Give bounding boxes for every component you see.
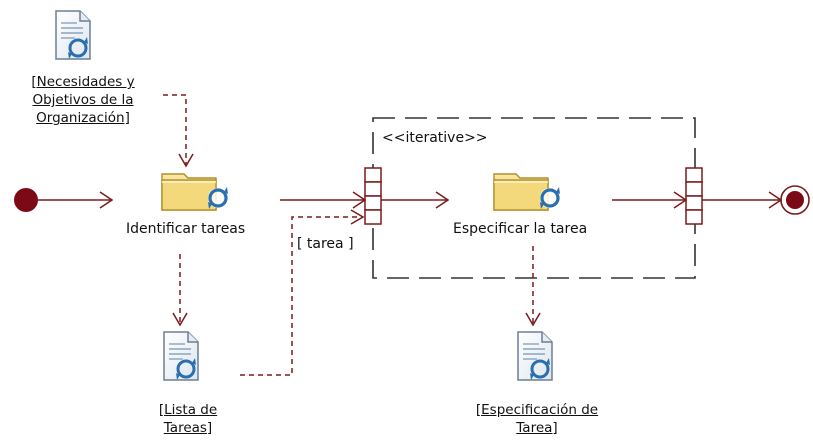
object-label-lista: [Lista de Tareas]: [138, 401, 238, 437]
output-pin-group[interactable]: [685, 167, 703, 225]
object-flow-arrowheads: [172, 153, 541, 327]
object-label-especificacion: [Especificación de Tarea]: [462, 401, 612, 437]
initial-node[interactable]: [14, 188, 38, 212]
control-flows: [38, 191, 783, 209]
especificacion-document-icon[interactable]: [516, 330, 554, 382]
object-label-line: [Lista de: [158, 402, 218, 418]
object-label-line: Tareas]: [163, 420, 213, 436]
guard-label: [ tarea ]: [297, 236, 354, 252]
activity-label-identificar: Identificar tareas: [126, 221, 246, 237]
lista-document-icon[interactable]: [162, 330, 200, 382]
final-node[interactable]: [780, 185, 810, 215]
necesidades-document-icon[interactable]: [54, 9, 92, 61]
object-label-line: Objetivos de la: [32, 92, 134, 108]
input-pin-group[interactable]: [364, 167, 382, 225]
object-label-line: [Especificación de: [475, 402, 599, 418]
object-label-line: Tarea]: [516, 420, 558, 436]
activity-label-especificar: Especificar la tarea: [453, 221, 588, 237]
especificar-activity-folder-icon[interactable]: [492, 172, 562, 212]
identificar-activity-folder-icon[interactable]: [160, 172, 230, 212]
object-label-line: [Necesidades y: [31, 74, 135, 90]
object-label-necesidades: [Necesidades y Objetivos de la Organizac…: [18, 73, 148, 127]
object-flows: [163, 94, 534, 376]
object-label-line: Organización]: [36, 110, 130, 126]
stereotype-label: <<iterative>>: [382, 130, 488, 146]
